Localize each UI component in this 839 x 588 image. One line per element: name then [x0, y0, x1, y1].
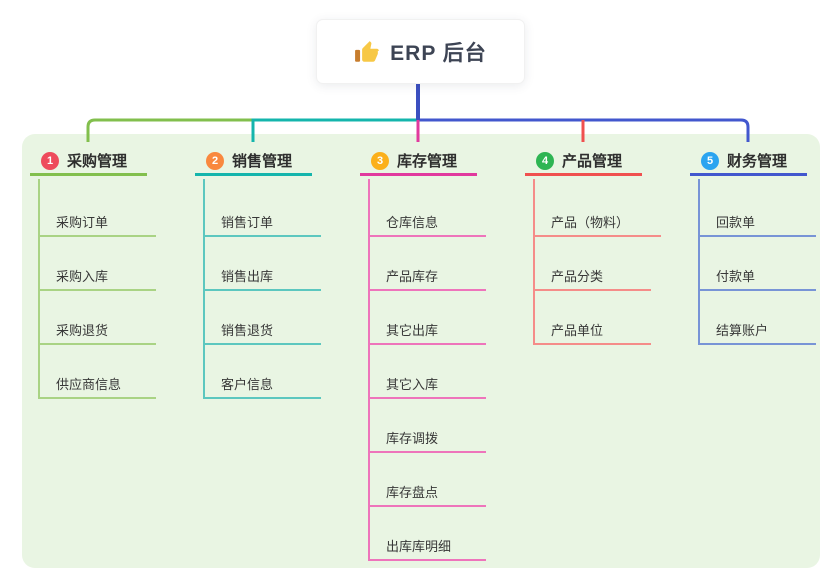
branch-number-badge: 4 [536, 151, 554, 170]
node-product-stock[interactable]: 产品库存 [368, 257, 486, 291]
root-node-title: ERP 后台 [390, 41, 487, 65]
node-customer-info[interactable]: 客户信息 [203, 365, 321, 399]
node-receipt-bill[interactable]: 回款单 [698, 203, 816, 237]
thumbs-up-icon [355, 40, 380, 62]
branch-label: 财务管理 [727, 153, 788, 170]
node-product-category[interactable]: 产品分类 [533, 257, 651, 291]
root-node[interactable]: ERP 后台 [316, 19, 525, 84]
node-stock-transfer[interactable]: 库存调拨 [368, 419, 486, 453]
branches-panel [22, 134, 820, 568]
branch-label: 库存管理 [397, 153, 458, 170]
node-supplier-info[interactable]: 供应商信息 [38, 365, 156, 399]
branch-number-badge: 3 [371, 151, 389, 170]
node-sales-outbound[interactable]: 销售出库 [203, 257, 321, 291]
node-outbound-detail[interactable]: 出库库明细 [368, 527, 486, 561]
node-sales-return[interactable]: 销售退货 [203, 311, 321, 345]
branch-header-product[interactable]: 4 产品管理 [525, 148, 642, 176]
branch-connector-line [533, 179, 535, 343]
node-sales-order[interactable]: 销售订单 [203, 203, 321, 237]
node-product-unit[interactable]: 产品单位 [533, 311, 651, 345]
branch-connector-line [38, 179, 40, 397]
branch-header-finance[interactable]: 5 财务管理 [690, 148, 807, 176]
node-purchase-return[interactable]: 采购退货 [38, 311, 156, 345]
branch-label: 销售管理 [232, 153, 293, 170]
node-purchase-inbound[interactable]: 采购入库 [38, 257, 156, 291]
node-other-outbound[interactable]: 其它出库 [368, 311, 486, 345]
node-purchase-order[interactable]: 采购订单 [38, 203, 156, 237]
node-settlement-account[interactable]: 结算账户 [698, 311, 816, 345]
branch-label: 采购管理 [67, 153, 128, 170]
branch-header-purchase[interactable]: 1 采购管理 [30, 148, 147, 176]
branch-header-sales[interactable]: 2 销售管理 [195, 148, 312, 176]
node-product-material[interactable]: 产品（物料） [533, 203, 661, 237]
node-payment-bill[interactable]: 付款单 [698, 257, 816, 291]
node-warehouse-info[interactable]: 仓库信息 [368, 203, 486, 237]
node-other-inbound[interactable]: 其它入库 [368, 365, 486, 399]
branch-connector-line [368, 179, 370, 559]
branch-number-badge: 1 [41, 151, 59, 170]
branch-connector-line [203, 179, 205, 397]
branch-label: 产品管理 [562, 153, 623, 170]
node-stock-taking[interactable]: 库存盘点 [368, 473, 486, 507]
branch-connector-line [698, 179, 700, 343]
branch-header-inventory[interactable]: 3 库存管理 [360, 148, 477, 176]
branch-number-badge: 5 [701, 151, 719, 170]
branch-number-badge: 2 [206, 151, 224, 170]
